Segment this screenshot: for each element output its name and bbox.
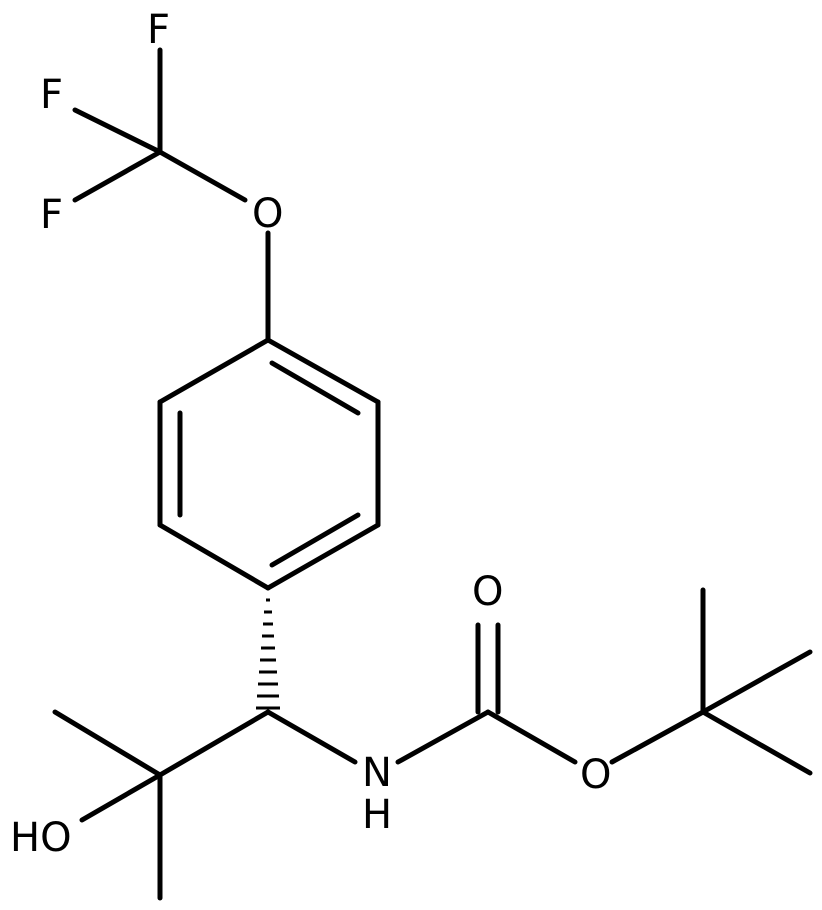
bond-tbutyl-methyl-right-up xyxy=(700,649,813,715)
ring-inner-bond-a xyxy=(269,360,361,416)
atom-fluorine-mid: F xyxy=(40,72,63,118)
bond-carbonyl-ester-o xyxy=(485,709,578,765)
benzene-ring xyxy=(157,337,381,591)
bond-nh-carbonyl xyxy=(395,709,491,765)
bond-tbutyl-methyl-right-down xyxy=(700,709,813,776)
ring-bond-6 xyxy=(157,337,271,405)
atom-oxygen-ether: O xyxy=(252,191,283,237)
bond-stereocenter-nh xyxy=(265,709,358,765)
bond-quaternary-oh xyxy=(79,772,163,823)
bond-cf3-f-low xyxy=(72,149,163,203)
bond-cf3-o xyxy=(157,149,248,203)
atom-amine-hydrogen: H xyxy=(362,792,392,838)
bond-cf3-f-mid xyxy=(72,107,163,155)
atom-oxygen-ester: O xyxy=(580,752,611,798)
ring-bond-4 xyxy=(157,522,271,591)
trifluoromethyl-group xyxy=(72,47,248,203)
bond-quaternary-methyl-up xyxy=(52,709,163,778)
tert-butyl-group xyxy=(700,587,813,776)
atom-nitrogen: N xyxy=(362,750,392,796)
hashed-wedge-bond xyxy=(256,598,280,710)
ring-bond-3 xyxy=(265,522,381,591)
bond-stereocenter-quaternary xyxy=(157,709,271,778)
ring-inner-bond-b xyxy=(269,512,361,568)
ring-bond-1 xyxy=(265,337,381,405)
atom-fluorine-low: F xyxy=(40,192,63,238)
atom-fluorine-top: F xyxy=(147,7,170,53)
atom-oxygen-carbonyl: O xyxy=(472,569,503,615)
atom-hydroxyl: HO xyxy=(10,815,72,861)
bond-ester-o-tbutyl xyxy=(609,709,706,765)
